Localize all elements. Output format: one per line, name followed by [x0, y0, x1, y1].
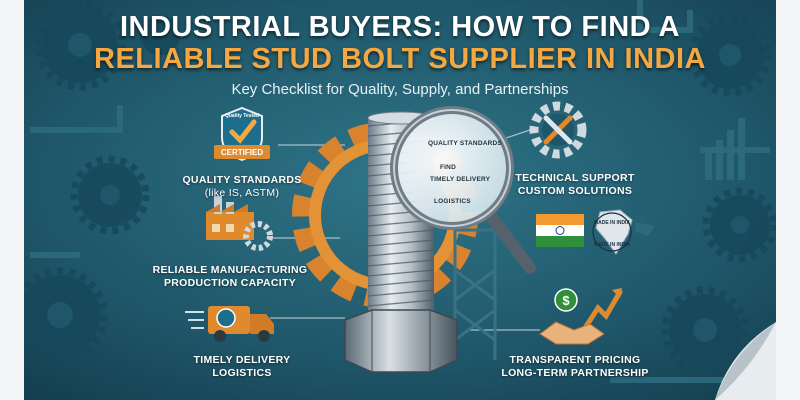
checklist-item-pricing-line1: TRANSPARENT PRICING	[509, 354, 641, 366]
india-flag-map-icon: MADE IN INDIA MADE IN INDIA	[536, 209, 655, 255]
magnifier-text-logistics: LOGISTICS	[434, 198, 471, 205]
background-gear-icon	[20, 7, 770, 366]
checklist-item-pricing-line2: LONG-TERM PARTNERSHIP	[501, 367, 649, 379]
checklist-item-manufacturing-line2: PRODUCTION CAPACITY	[163, 277, 297, 289]
magnifier-text-delivery: TIMELY DELIVERY	[430, 176, 491, 183]
checklist-item-manufacturing: RELIABLE MANUFACTURING PRODUCTION CAPACI…	[150, 264, 310, 290]
checklist-item-pricing: TRANSPARENT PRICING LONG-TERM PARTNERSHI…	[490, 354, 660, 380]
delivery-truck-icon	[185, 306, 274, 342]
scaffold-structure	[453, 228, 497, 360]
checklist-item-delivery-line2: LOGISTICS	[212, 367, 272, 379]
checklist-item-quality-line1: QUALITY STANDARDS	[182, 174, 302, 186]
stamp-text-top: MADE IN INDIA	[594, 220, 631, 226]
page-curl-corner	[715, 322, 776, 400]
checklist-item-technical-line2: CUSTOM SOLUTIONS	[517, 185, 633, 197]
handshake-growth-icon: $	[539, 288, 623, 345]
checklist-item-technical-line1: TECHNICAL SUPPORT	[515, 172, 635, 184]
title-line-2: RELIABLE STUD BOLT SUPPLIER IN INDIA	[94, 43, 706, 75]
background-bar-chart	[705, 118, 745, 180]
right-frame	[776, 0, 800, 400]
wrench-gear-icon	[529, 101, 587, 159]
svg-text:$: $	[562, 293, 570, 308]
badge-top-text: Quality Tested	[225, 113, 259, 119]
checklist-item-delivery-line1: TIMELY DELIVERY	[193, 354, 291, 366]
checklist-item-technical: TECHNICAL SUPPORT CUSTOM SOLUTIONS	[500, 172, 650, 198]
subtitle: Key Checklist for Quality, Supply, and P…	[231, 81, 569, 98]
quality-certified-badge-icon: CERTIFIED Quality Tested	[214, 106, 270, 162]
checklist-item-delivery: TIMELY DELIVERY LOGISTICS	[172, 354, 312, 380]
badge-certified-text: CERTIFIED	[221, 148, 263, 157]
stamp-text-bottom: MADE IN INDIA	[594, 242, 631, 248]
checklist-item-quality-line2: (like IS, ASTM)	[204, 187, 280, 199]
title-line-1: INDUSTRIAL BUYERS: HOW TO FIND A	[119, 11, 681, 43]
checklist-item-manufacturing-line1: RELIABLE MANUFACTURING	[152, 264, 308, 276]
magnifier-text-quality: QUALITY STANDARDS	[428, 140, 502, 147]
left-frame	[0, 0, 24, 400]
checklist-item-quality: QUALITY STANDARDS (like IS, ASTM)	[172, 174, 312, 200]
factory-gear-icon	[206, 196, 273, 251]
magnifying-glass-icon	[390, 106, 536, 274]
magnifier-text-find: FIND	[440, 164, 456, 171]
